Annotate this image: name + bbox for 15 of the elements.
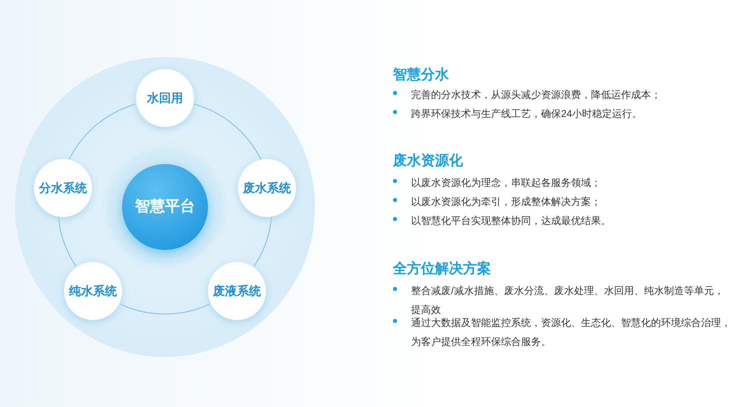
ring-arc xyxy=(58,216,76,267)
ring-arc xyxy=(120,304,210,314)
ring-arc xyxy=(68,104,136,160)
ring-arc xyxy=(194,104,262,160)
bullet-text: 整合减废/减水措施、废水分流、废水处理、水回用、纯水制造等单元，提高效 xyxy=(411,284,725,318)
bullet-text: 完善的分水技术，从源头减少资源浪费，降低运作成本； xyxy=(411,88,661,103)
bullet-text: 以智慧化平台实现整体协同，达成最优结果。 xyxy=(411,214,611,229)
bullet-text: 以废水资源化为牵引，形成整体解决方案； xyxy=(411,196,601,210)
bullet-text: 通过大数据及智能监控系统，资源化、生态化、智慧化的环境综合治理，为客户提供全程环保综合服务。 xyxy=(411,316,732,350)
section-heading: 废水资源化 xyxy=(393,151,463,170)
section-heading: 智慧分水 xyxy=(393,65,449,84)
section-heading: 全方位解决方案 xyxy=(393,259,491,278)
bullet-text: 跨界环保技术与生产线工艺，确保24小时稳定运行。 xyxy=(411,108,642,122)
bullet-text: 以废水资源化为理念，串联起各服务领域； xyxy=(411,176,601,191)
ring-arc xyxy=(254,216,272,267)
